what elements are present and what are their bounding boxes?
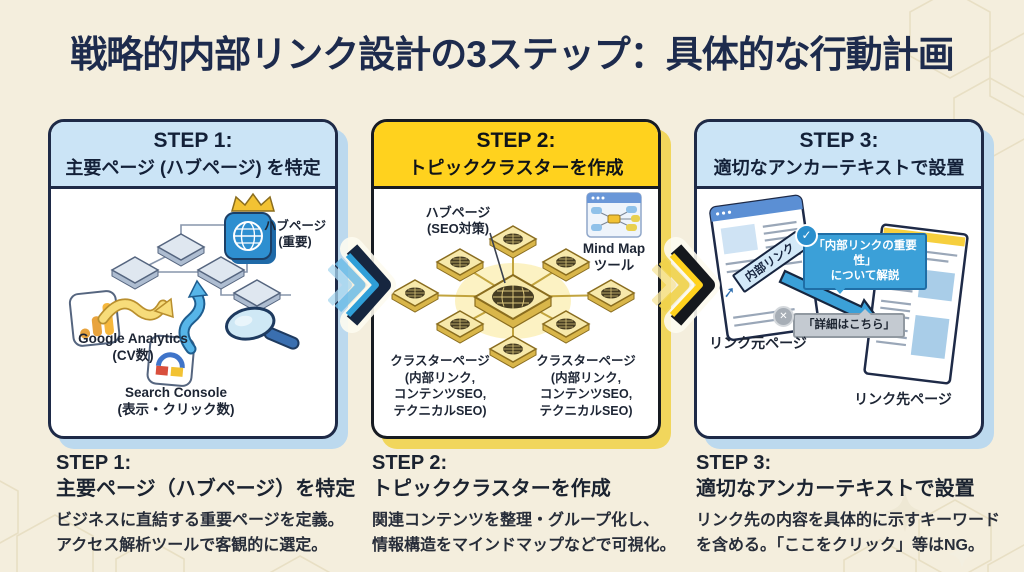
step3-header-line1: STEP 3: bbox=[799, 128, 879, 152]
hub-label-pointer bbox=[489, 232, 506, 284]
nav-arrow-icon: ➚ bbox=[721, 283, 737, 302]
check-icon: ✓ bbox=[795, 224, 818, 247]
step1-illustration: ハブページ (重要) Google Analytics (CV数) Search… bbox=[51, 189, 329, 436]
step3-summary-body: リンク先の内容を具体的に示すキーワード を含める。「ここをクリック」等はNG。 bbox=[696, 512, 1001, 554]
mindmap-tool-label: Mind Map ツール bbox=[582, 241, 646, 273]
step2-summary: STEP 2: トピッククラスターを作成 関連コンテンツを整理・グループ化し、 … bbox=[372, 450, 688, 559]
step3-panel: STEP 3: 適切なアンカーテキストで設置 bbox=[694, 119, 984, 439]
step3-illustration: 内部リンク ➚ ✓ 「内部リンクの重要性」 について解説 ✕ 「詳細はこちら」 … bbox=[697, 189, 975, 436]
step3-summary: STEP 3: 適切なアンカーテキストで設置 リンク先の内容を具体的に示すキーワ… bbox=[696, 450, 1018, 559]
step2-header-line2: トピッククラスターを作成 bbox=[408, 157, 624, 178]
step1-summary-title: STEP 1: 主要ページ（ハブページ）を特定 bbox=[56, 452, 356, 500]
x-icon: ✕ bbox=[773, 306, 794, 327]
hub-page-icon bbox=[224, 192, 276, 264]
step2-header-line1: STEP 2: bbox=[476, 128, 556, 152]
step1-panel: STEP 1: 主要ページ (ハブページ) を特定 bbox=[48, 119, 338, 439]
flow-arrow-1 bbox=[328, 237, 396, 333]
google-analytics-label: Google Analytics (CV数) bbox=[78, 331, 188, 363]
search-console-label: Search Console (表示・クリック数) bbox=[117, 385, 235, 417]
google-analytics-icon bbox=[68, 290, 121, 347]
hub-seo-label: ハブページ (SEO対策) bbox=[425, 205, 491, 237]
mindmap-tool-icon bbox=[586, 192, 642, 238]
cluster-label-right: クラスターページ (内部リンク, コンテンツSEO, テクニカルSEO) bbox=[536, 354, 636, 418]
step3-summary-title: STEP 3: 適切なアンカーテキストで設置 bbox=[696, 452, 975, 500]
step1-header-line1: STEP 1: bbox=[153, 128, 233, 152]
page-title: 戦略的内部リンク設計の3ステップ：具体的な行動計画 bbox=[70, 34, 955, 75]
source-page-label: リンク元ページ bbox=[709, 335, 807, 351]
hub-page-tile bbox=[473, 273, 553, 329]
step1-panel-header: STEP 1: 主要ページ (ハブページ) を特定 bbox=[51, 122, 335, 189]
step2-panel: STEP 2: トピッククラスターを作成 bbox=[371, 119, 661, 439]
hub-page-label: ハブページ (重要) bbox=[263, 219, 327, 249]
step1-summary: STEP 1: 主要ページ（ハブページ）を特定 ビジネスに直結する重要ページを定… bbox=[56, 450, 368, 559]
step1-header-line2: 主要ページ (ハブページ) を特定 bbox=[65, 157, 321, 178]
step2-panel-header: STEP 2: トピッククラスターを作成 bbox=[374, 122, 658, 189]
step3-panel-header: STEP 3: 適切なアンカーテキストで設置 bbox=[697, 122, 981, 189]
crown-icon bbox=[231, 192, 275, 212]
magnifier-icon bbox=[225, 306, 300, 350]
step1-summary-body: ビジネスに直結する重要ページを定義。 アクセス解析ツールで客観的に選定。 bbox=[56, 512, 344, 554]
step3-header-line2: 適切なアンカーテキストで設置 bbox=[713, 157, 965, 178]
good-anchor-bubble: ✓ 「内部リンクの重要性」 について解説 bbox=[795, 224, 927, 294]
cluster-label-left: クラスターページ (内部リンク, コンテンツSEO, テクニカルSEO) bbox=[390, 354, 490, 418]
step2-summary-body: 関連コンテンツを整理・グループ化し、 情報構造をマインドマップなどで可視化。 bbox=[372, 512, 676, 554]
flow-arrow-2 bbox=[652, 237, 720, 333]
target-page-label: リンク先ページ bbox=[854, 391, 952, 407]
flow-curve-arrows bbox=[97, 279, 209, 355]
step2-illustration: ハブページ (SEO対策) Mind Map ツール クラスターページ (内部リ… bbox=[374, 189, 652, 436]
bad-anchor-bubble: ✕ 「詳細はこちら」 bbox=[773, 306, 905, 338]
search-console-icon bbox=[146, 334, 196, 387]
step2-summary-title: STEP 2: トピッククラスターを作成 bbox=[372, 452, 611, 500]
